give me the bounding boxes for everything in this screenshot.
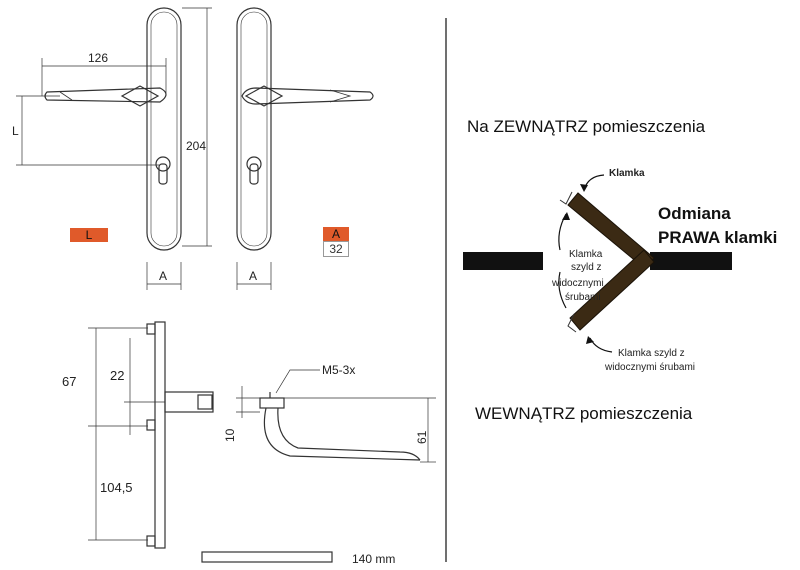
side-view-plate: [146, 321, 214, 549]
rear-view-plate: [236, 7, 374, 251]
dim-22-label: 22: [110, 368, 124, 383]
badge-A: A: [323, 227, 349, 241]
inside-label: WEWNĄTRZ pomieszczenia: [475, 404, 693, 423]
dim-67-label: 67: [62, 374, 76, 389]
dim-10-label: 10: [223, 428, 237, 442]
dim-126-label: 126: [88, 51, 108, 65]
dimension-lines-front: [16, 7, 212, 290]
dim-104-5-label: 104,5: [100, 480, 133, 495]
screw-label: M5-3x: [322, 363, 355, 377]
bar-length-label: 140 mm: [352, 552, 395, 566]
plate-label-2-line2: widocznymi śrubami: [604, 362, 695, 373]
dim-L-label: L: [12, 124, 19, 138]
wall-right: [650, 252, 732, 270]
door-leaf-upper: [567, 192, 655, 269]
plate-bar: [201, 551, 333, 563]
handle-label: Klamka: [609, 168, 645, 179]
dim-A-left-label: A: [159, 269, 167, 283]
dimension-lines-rear: [236, 262, 272, 290]
wall-left: [463, 252, 543, 270]
plate-label-1-line4: śrubami: [565, 292, 601, 303]
door-schema: [463, 174, 732, 353]
plate-label-1-line2: szyld z: [571, 262, 602, 273]
front-view-plate: [44, 7, 182, 251]
door-leaf-lower: [569, 249, 655, 331]
dim-A-right-label: A: [249, 269, 257, 283]
plate-label-1-line3: widocznymi: [551, 278, 604, 289]
dim-204-label: 204: [186, 139, 206, 153]
dimension-lines-side: [88, 327, 165, 541]
dim-61-label: 61: [415, 430, 429, 444]
variant-line1: Odmiana: [658, 204, 731, 223]
plate-label-1-line1: Klamka: [569, 249, 603, 260]
lever-profile: [259, 392, 421, 461]
badge-L: L: [70, 228, 108, 242]
plate-label-2-line1: Klamka szyld z: [618, 348, 685, 359]
outside-label: Na ZEWNĄTRZ pomieszczenia: [467, 117, 706, 136]
variant-line2: PRAWA klamki: [658, 228, 778, 247]
dimension-lines-lever: [236, 369, 436, 463]
badge-32: 32: [323, 241, 349, 257]
